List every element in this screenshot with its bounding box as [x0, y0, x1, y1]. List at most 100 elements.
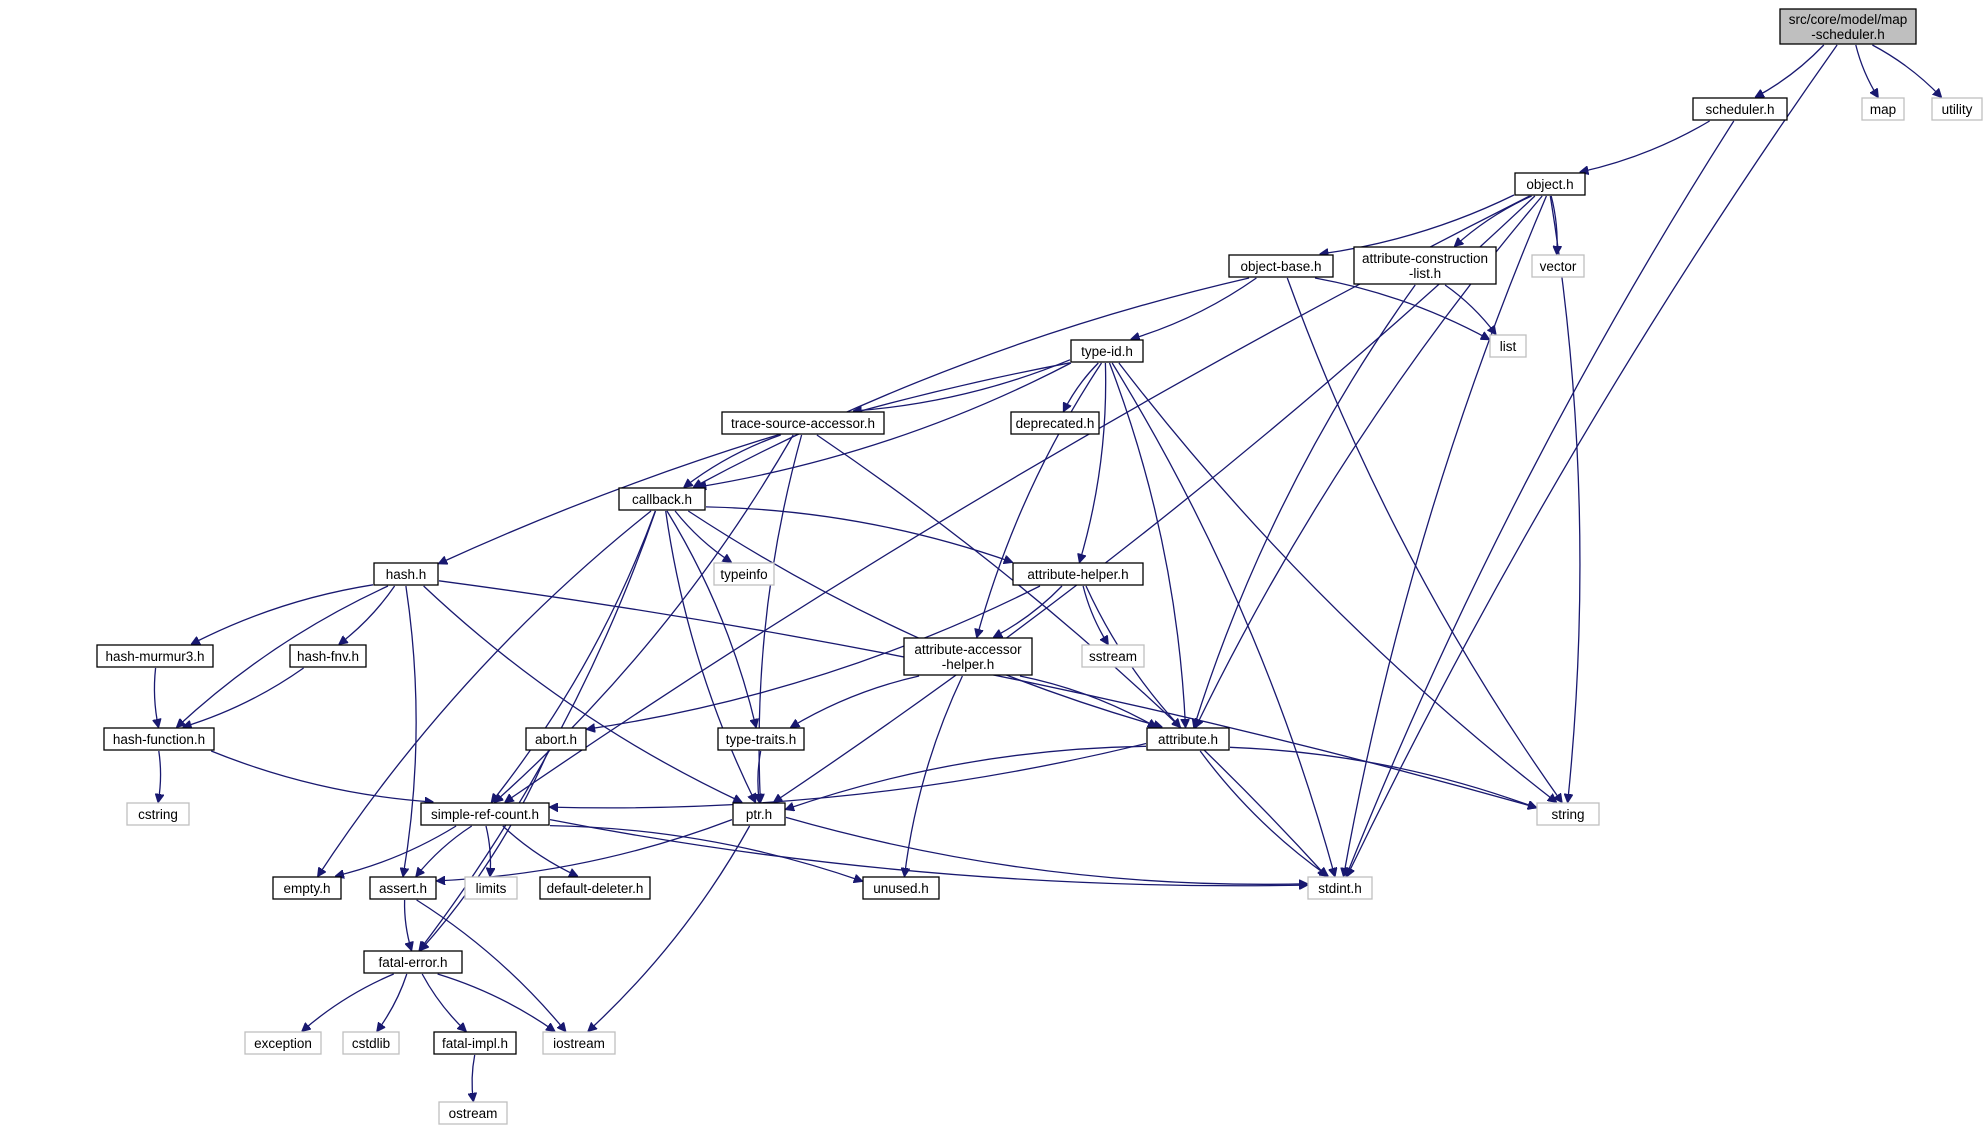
node-box [420, 802, 550, 826]
node-box [1489, 334, 1527, 358]
node-fnv[interactable]: hash-fnv.h [289, 644, 367, 668]
node-typetraits[interactable]: type-traits.h [717, 727, 805, 751]
edge-objectbase-to-typeid [1132, 277, 1257, 339]
node-typeid[interactable]: type-id.h [1070, 339, 1144, 363]
node-label: unused.h [873, 881, 929, 896]
edge-typeid-to-tsa [854, 359, 1071, 411]
edge-object-to-vector [1550, 195, 1557, 254]
node-hashfunc[interactable]: hash-function.h [103, 727, 215, 751]
node-defdel[interactable]: default-deleter.h [539, 876, 651, 900]
node-cstdlib: cstdlib [342, 1031, 400, 1055]
edge-callback-to-typeinfo [674, 510, 731, 562]
node-label: ptr.h [746, 807, 772, 822]
node-label: -scheduler.h [1811, 27, 1885, 42]
node-label: limits [476, 881, 507, 896]
node-box [1536, 802, 1600, 826]
node-callback[interactable]: callback.h [618, 487, 706, 511]
node-fatalerror[interactable]: fatal-error.h [363, 950, 463, 974]
node-label: fatal-impl.h [442, 1036, 508, 1051]
node-label: -helper.h [942, 657, 995, 672]
node-map: map [1861, 97, 1905, 121]
node-box [342, 1031, 400, 1055]
node-box [369, 876, 437, 900]
node-empty[interactable]: empty.h [272, 876, 342, 900]
node-attrhelper[interactable]: attribute-helper.h [1012, 562, 1144, 586]
node-label: abort.h [535, 732, 577, 747]
edge-accessor-to-unused [905, 675, 963, 876]
edge-typeid-to-string [1118, 362, 1556, 802]
node-unused[interactable]: unused.h [862, 876, 940, 900]
node-label: assert.h [379, 881, 427, 896]
node-label: iostream [553, 1036, 605, 1051]
node-layer: src/core/model/map-scheduler.h scheduler.… [96, 8, 1983, 1125]
edge-object-to-ptr [774, 195, 1536, 802]
edge-tsa-to-ptr [759, 434, 803, 802]
node-scheduler[interactable]: scheduler.h [1692, 97, 1788, 121]
edge-simpleref-to-unused [549, 824, 862, 882]
node-label: string [1551, 807, 1584, 822]
node-label: src/core/model/map [1789, 12, 1908, 27]
node-label: typeinfo [720, 567, 767, 582]
edge-fatalimpl-to-ostream [472, 1054, 475, 1101]
node-ptr[interactable]: ptr.h [732, 802, 786, 826]
edge-tsa-to-stdint [816, 434, 1326, 876]
node-label: exception [254, 1036, 312, 1051]
node-tsa[interactable]: trace-source-accessor.h [721, 411, 885, 435]
node-label: stdint.h [1318, 881, 1362, 896]
edge-root-to-utility [1872, 44, 1941, 97]
node-stdint: stdint.h [1307, 876, 1373, 900]
node-utility: utility [1931, 97, 1983, 121]
node-vector: vector [1531, 254, 1585, 278]
node-box [525, 727, 587, 751]
node-deprecated[interactable]: deprecated.h [1010, 411, 1100, 435]
edge-hash-to-assert [403, 585, 417, 876]
edge-hashfunc-to-cstring [158, 750, 160, 802]
node-label: ostream [449, 1106, 498, 1121]
node-limits: limits [464, 876, 518, 900]
node-label: vector [1540, 259, 1577, 274]
node-box [1307, 876, 1373, 900]
node-exception: exception [244, 1031, 322, 1055]
node-root[interactable]: src/core/model/map-scheduler.h [1779, 8, 1917, 45]
node-objectbase[interactable]: object-base.h [1228, 254, 1334, 278]
edge-accessor-to-attribute [1019, 675, 1156, 727]
node-label: sstream [1089, 649, 1137, 664]
node-label: hash-function.h [113, 732, 205, 747]
edge-abort-to-fatalerror [421, 750, 549, 950]
node-assert[interactable]: assert.h [369, 876, 437, 900]
edge-assert-to-fatalerror [403, 899, 412, 950]
node-accessor[interactable]: attribute-accessor-helper.h [903, 637, 1033, 676]
node-box [272, 876, 342, 900]
node-box [1531, 254, 1585, 278]
node-fatalimpl[interactable]: fatal-impl.h [433, 1031, 517, 1055]
node-attribute[interactable]: attribute.h [1146, 727, 1230, 751]
node-cstring: cstring [126, 802, 190, 826]
node-box [373, 562, 439, 586]
node-label: empty.h [283, 881, 330, 896]
node-attrcons[interactable]: attribute-construction-list.h [1353, 246, 1497, 285]
node-box [1081, 644, 1145, 668]
edge-attribute-to-ptr [786, 745, 1147, 809]
node-box [1146, 727, 1230, 751]
edge-object-to-stdint [1344, 195, 1547, 876]
node-murmur[interactable]: hash-murmur3.h [96, 644, 214, 668]
node-box [1931, 97, 1983, 121]
edge-callback-to-attribute [687, 510, 1161, 727]
node-box [717, 727, 805, 751]
node-box [721, 411, 885, 435]
edge-fatalerror-to-cstdlib [377, 973, 408, 1031]
edge-attrhelper-to-abort [587, 585, 1041, 729]
edge-root-to-scheduler [1756, 44, 1825, 97]
node-box [903, 637, 1033, 676]
node-sstream: sstream [1081, 644, 1145, 668]
edge-object-to-attrcons [1455, 195, 1532, 246]
node-box [1228, 254, 1334, 278]
node-hash[interactable]: hash.h [373, 562, 439, 586]
edge-typeid-to-hash [439, 362, 1071, 564]
node-object[interactable]: object.h [1514, 172, 1586, 196]
node-abort[interactable]: abort.h [525, 727, 587, 751]
edge-typeid-to-attribute [1108, 362, 1186, 727]
node-simpleref[interactable]: simple-ref-count.h [420, 802, 550, 826]
edge-callback-to-attrhelper [705, 506, 1012, 562]
node-iostream: iostream [542, 1031, 616, 1055]
